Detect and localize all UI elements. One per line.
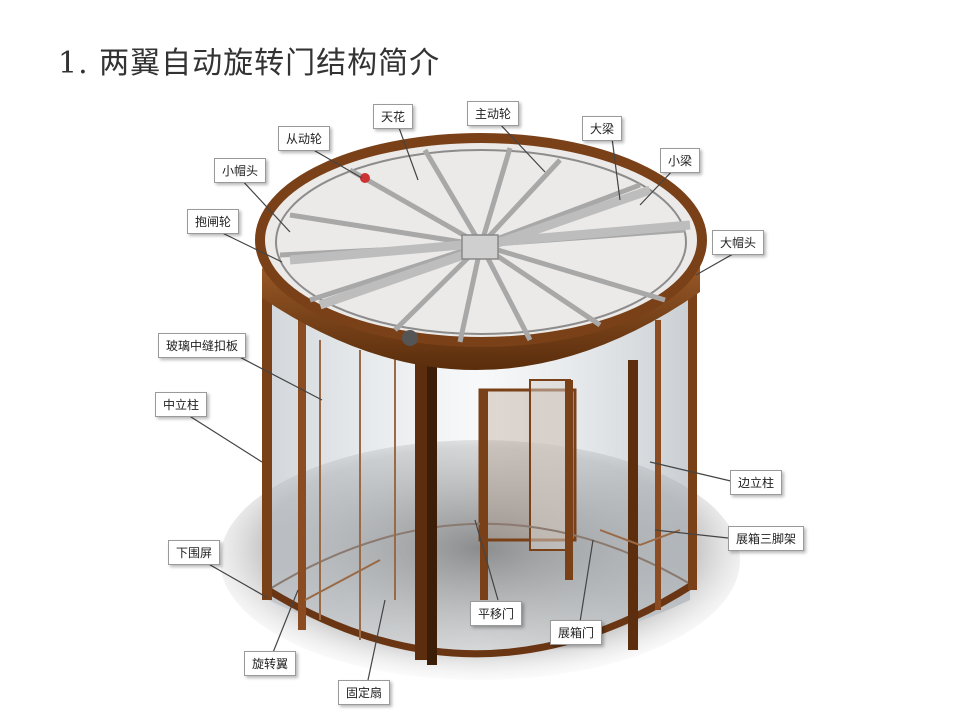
- front-post-b: [427, 365, 437, 665]
- label-display-door: 展箱门: [550, 620, 603, 645]
- label-ceiling: 天花: [373, 104, 414, 129]
- label-display-tripod: 展箱三脚架: [728, 526, 805, 551]
- right-mid-post: [655, 320, 661, 610]
- left-inner-post: [298, 310, 306, 630]
- canopy-inner-edge: [275, 149, 687, 335]
- tripod-brace: [304, 559, 381, 601]
- label-lower-screen: 下围屏: [168, 540, 221, 565]
- canopy-band: [262, 262, 700, 371]
- label-driven-wheel: 从动轮: [278, 126, 331, 151]
- center-partition: [529, 379, 571, 551]
- drive-motor: [402, 330, 418, 346]
- left-outer-post: [262, 290, 272, 600]
- sliding-door-post: [480, 390, 488, 600]
- label-brake-wheel: 抱闸轮: [187, 209, 240, 234]
- label-sliding-door: 平移门: [470, 601, 523, 626]
- label-glass-seam-plate: 玻璃中缝扣板: [158, 333, 247, 358]
- driven-wheel: [360, 173, 370, 183]
- label-side-post: 边立柱: [730, 470, 783, 495]
- label-fixed-leaf: 固定扇: [338, 680, 391, 705]
- label-large-cap: 大帽头: [712, 230, 765, 255]
- front-post-a: [415, 360, 429, 660]
- label-small-beam: 小梁: [660, 148, 701, 173]
- tripod-brace: [599, 529, 641, 546]
- right-outer-post: [688, 285, 697, 590]
- label-small-cap: 小帽头: [214, 158, 267, 183]
- label-revolving-wing: 旋转翼: [244, 651, 297, 676]
- ceiling-hub: [461, 234, 499, 260]
- label-center-post: 中立柱: [155, 392, 208, 417]
- page-title: 1. 两翼自动旋转门结构简介: [58, 46, 441, 81]
- label-main-beam: 大梁: [582, 116, 623, 141]
- display-door-post: [565, 380, 573, 580]
- right-front-post: [628, 360, 638, 650]
- label-drive-wheel: 主动轮: [467, 101, 520, 126]
